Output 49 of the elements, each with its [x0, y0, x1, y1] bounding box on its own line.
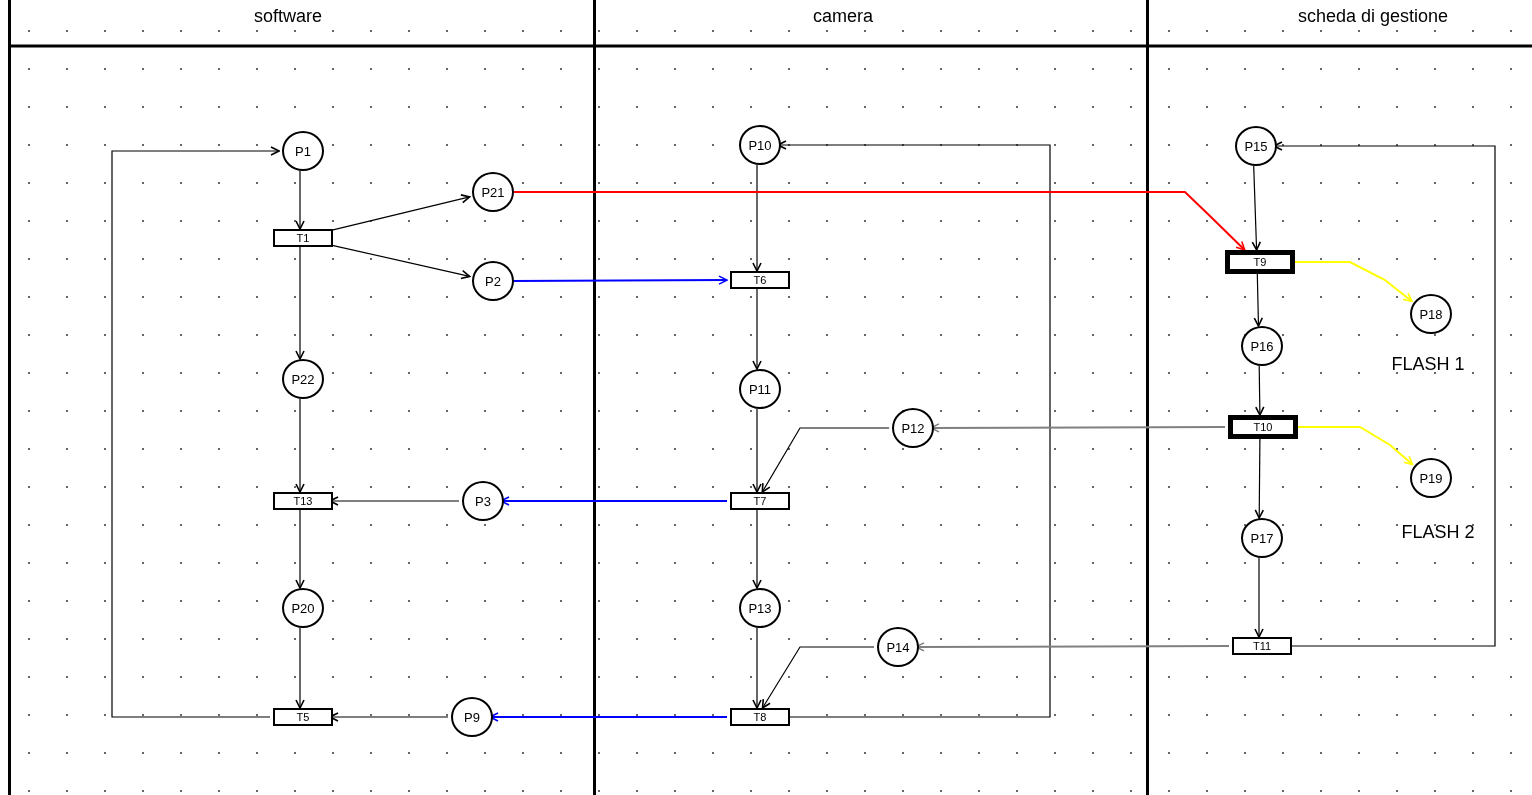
transition-bar: T1: [273, 229, 333, 247]
arrow: [1255, 365, 1265, 416]
arrow: [761, 427, 890, 493]
node-caption: FLASH 2: [1401, 522, 1475, 543]
arrow: [1254, 438, 1265, 519]
place-circle: P2: [472, 261, 514, 301]
node-caption: FLASH 1: [1391, 354, 1465, 375]
place-circle: P1: [282, 131, 324, 171]
transition-bar: T8: [730, 708, 790, 726]
place-circle: P17: [1241, 518, 1283, 558]
arrow: [295, 246, 305, 360]
place-circle: P12: [892, 408, 934, 448]
transition-bar: T9: [1225, 250, 1295, 274]
arrow: [295, 509, 305, 589]
place-circle: P13: [739, 588, 781, 628]
transition-bar: T10: [1228, 415, 1298, 439]
place-circle: P9: [451, 697, 493, 737]
arrow: [752, 288, 762, 370]
arrow: [761, 646, 875, 709]
arrow: [752, 627, 762, 709]
place-circle: P21: [472, 172, 514, 212]
lane-heading: camera: [813, 6, 873, 27]
transition-bar: T13: [273, 492, 333, 510]
lane-heading: scheda di gestione: [1297, 6, 1449, 27]
place-circle: P16: [1241, 326, 1283, 366]
arrow: [295, 398, 305, 493]
place-circle: P15: [1235, 126, 1277, 166]
arrow: [1253, 273, 1264, 327]
place-circle: P22: [282, 359, 324, 399]
arrow: [295, 170, 305, 230]
arrow: [111, 146, 280, 718]
lane-heading: software: [254, 6, 322, 27]
place-circle: P11: [739, 369, 781, 409]
arrow: [1254, 557, 1264, 638]
arrow: [1251, 165, 1262, 251]
place-circle: P18: [1410, 294, 1452, 334]
place-circle: P19: [1410, 458, 1452, 498]
arrow: [752, 509, 762, 589]
arrow: [752, 408, 762, 493]
place-circle: P10: [739, 125, 781, 165]
arrow: [295, 627, 305, 709]
transition-bar: T5: [273, 708, 333, 726]
transition-bar: T7: [730, 492, 790, 510]
arrow: [752, 164, 762, 272]
transition-bar: T11: [1232, 637, 1292, 655]
place-circle: P3: [462, 481, 504, 521]
place-circle: P20: [282, 588, 324, 628]
transition-bar: T6: [730, 271, 790, 289]
place-circle: P14: [877, 627, 919, 667]
